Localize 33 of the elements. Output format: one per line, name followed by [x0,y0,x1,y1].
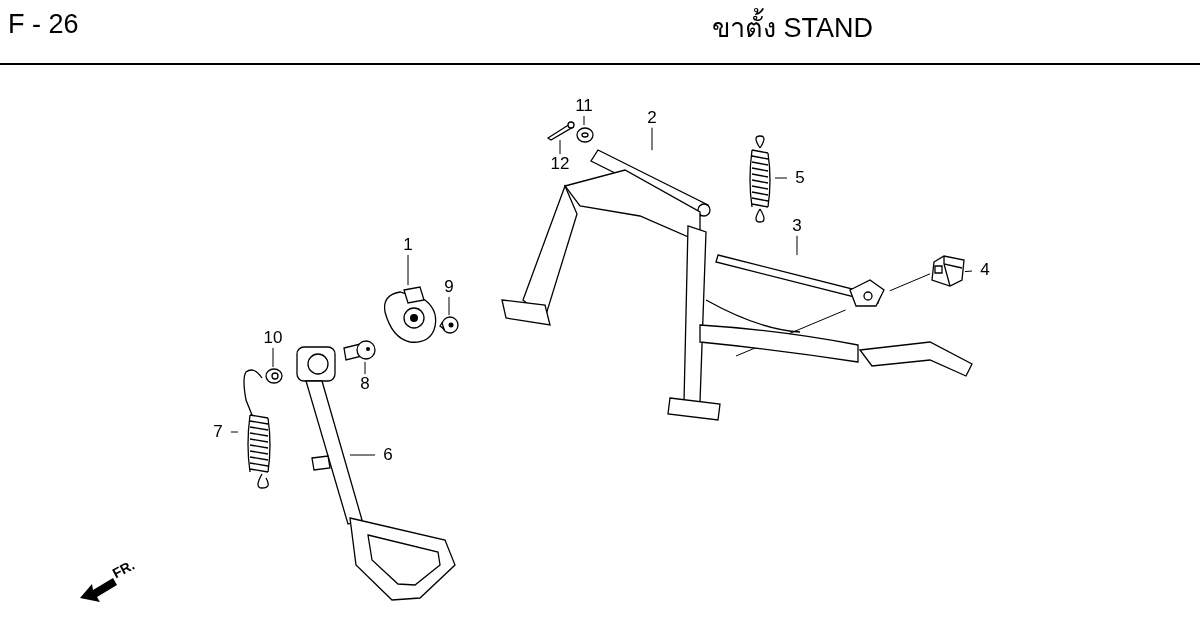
main-stand-drawing [500,150,975,422]
leader-line [349,454,376,456]
callout-number: 4 [972,260,998,280]
leader-line [559,139,561,155]
leader-line [583,115,585,126]
cotter-pin-drawing [545,120,575,140]
callout-number: 5 [787,168,813,188]
leader-line [230,431,239,433]
bolt-drawing [342,340,378,362]
washer-drawing [574,125,596,145]
leader-line [407,254,409,286]
leader-line [964,270,973,273]
leader-line [651,127,653,151]
callout-number: 9 [436,277,462,297]
callout-number: 7 [205,422,231,442]
callout-number: 1 [395,235,421,255]
leader-line [448,296,450,316]
leader-line [272,347,274,368]
leader-line [796,235,798,256]
callout-number: 8 [352,374,378,394]
callout-number: 3 [784,216,810,236]
washer-drawing [264,367,284,385]
nut-drawing [438,315,460,335]
leader-line [889,273,931,292]
callout-number: 2 [639,108,665,128]
callout-number: 12 [547,154,573,174]
leader-line [364,361,366,375]
leader-line [774,177,788,179]
callout-number: 6 [375,445,401,465]
page-code: F - 26 [8,8,79,40]
callout-number: 10 [260,328,286,348]
callout-number: 11 [571,96,597,116]
direction-label: FR. [109,556,137,582]
